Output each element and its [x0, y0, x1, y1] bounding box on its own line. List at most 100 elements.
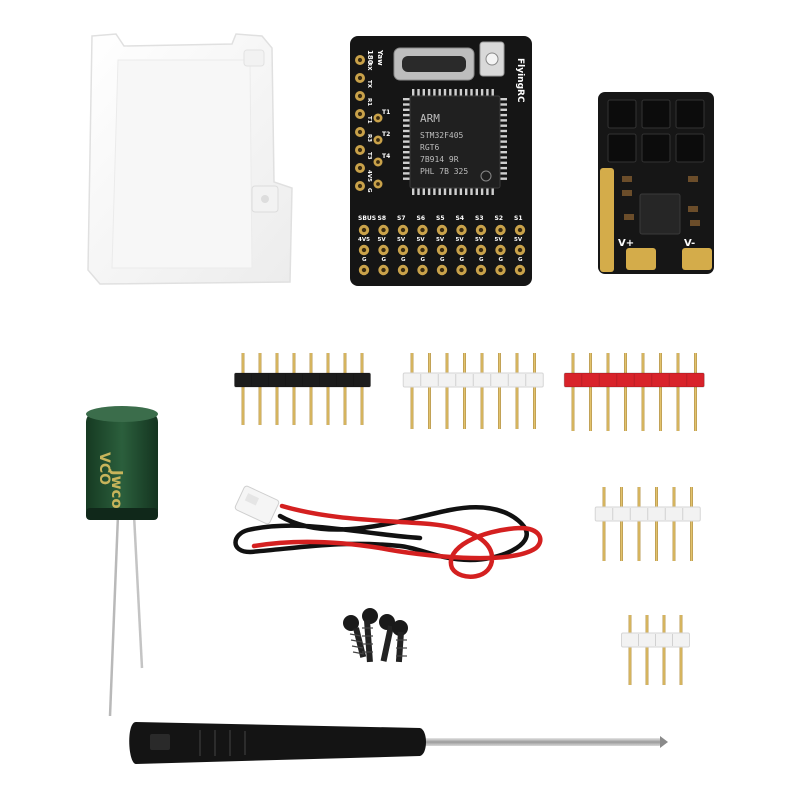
header-pin	[655, 487, 658, 561]
mcu-pin	[403, 103, 411, 106]
esc-board: V+ V-	[598, 92, 714, 274]
mcu-pin	[403, 151, 411, 154]
mcu-pin	[403, 161, 411, 164]
screwdriver-shaft	[414, 738, 662, 746]
fc-signal-labels: SBUS4V5GS85VGS75VGS65VGS55VGS45VGS35VGS2…	[358, 215, 523, 263]
mcu-chip: ARM STM32F405 RGT6 7B914 9R PHL 7B 325	[403, 89, 507, 195]
header-pin	[571, 353, 575, 431]
header-pin	[533, 353, 536, 429]
esc-v-plus-pad	[600, 168, 614, 272]
header-pin	[480, 353, 484, 429]
header-bar	[594, 506, 701, 522]
mcu-logo-text: ARM	[420, 112, 440, 125]
fc-top-label-0: 180	[366, 50, 374, 65]
fc-5v-label: 5V	[378, 237, 387, 243]
header-pin	[637, 487, 641, 561]
mcu-pin	[465, 187, 468, 195]
header-pin	[694, 353, 697, 431]
power-cable-with-connector	[233, 485, 543, 579]
mcu-pin	[499, 156, 507, 159]
fc-5v-label: 4V5	[358, 237, 370, 243]
white-pin-header-4	[621, 615, 690, 685]
fc-5v-label: 5V	[495, 237, 504, 243]
fc-left-label: R1	[366, 98, 372, 106]
fc-5v-label: 5V	[456, 237, 465, 243]
header-pin	[676, 353, 680, 431]
header-pin	[258, 353, 262, 425]
fc-5v-label: 5V	[397, 237, 406, 243]
mcu-pin	[422, 187, 425, 195]
mcu-line-2: RGT6	[420, 143, 439, 152]
mcu-pin	[499, 119, 507, 122]
fc-top-label-1: Yaw	[376, 49, 384, 66]
header-pin	[428, 353, 431, 429]
fc-g-label: G	[460, 257, 465, 263]
mcu-pin	[475, 89, 478, 97]
fc-side-label-1: T2	[382, 131, 390, 138]
header-pin	[620, 487, 623, 561]
header-pin	[690, 487, 693, 561]
mcu-line-1: STM32F405	[420, 131, 464, 140]
mcu-pin	[459, 187, 463, 195]
fc-signal-label: S8	[378, 215, 387, 222]
esc-smd-component	[688, 206, 698, 212]
header-pin	[343, 353, 347, 425]
header-pin	[241, 353, 245, 425]
mcu-pin	[480, 187, 484, 195]
mcu-pin	[417, 187, 420, 195]
mcu-pin	[403, 145, 411, 149]
header-pin	[410, 353, 414, 429]
fc-left-label: T1	[366, 116, 372, 124]
mcu-pin	[499, 124, 507, 127]
screw-3	[379, 614, 395, 662]
esc-mosfet	[641, 133, 671, 163]
mcu-pin	[427, 89, 431, 97]
mcu-pin	[417, 89, 420, 97]
mcu-line-4: PHL 7B 325	[420, 167, 468, 176]
header-pin	[515, 353, 519, 429]
fc-solder-pads	[355, 55, 526, 276]
mcu-pin	[499, 108, 507, 111]
esc-smd-component	[624, 214, 634, 220]
fc-g-label: G	[382, 257, 387, 263]
header-bar	[402, 372, 544, 388]
fc-signal-label: S3	[475, 215, 484, 222]
mcu-pin	[480, 89, 484, 97]
esc-mosfet	[607, 133, 637, 163]
header-pin	[292, 353, 296, 425]
header-bar	[563, 372, 705, 388]
header-pin	[628, 615, 632, 685]
white-pin-header-6	[594, 487, 701, 561]
fc-signal-label: S2	[495, 215, 504, 222]
mcu-pin	[459, 89, 463, 97]
header-pin	[589, 353, 592, 431]
header-pin	[641, 353, 645, 431]
mcu-pin	[499, 140, 507, 143]
fc-left-label: TX	[366, 80, 372, 89]
esc-mcu-chip	[639, 193, 681, 235]
esc-mosfet	[675, 99, 705, 129]
fc-g-label: G	[518, 257, 523, 263]
esc-mosfet	[641, 99, 671, 129]
esc-pad-left	[626, 248, 656, 270]
header-pin	[659, 353, 662, 431]
mcu-pin	[412, 89, 415, 97]
mcu-pin	[499, 166, 507, 170]
esc-smd-component	[622, 190, 632, 196]
fc-5v-label: 5V	[417, 237, 426, 243]
header-pin	[679, 615, 683, 685]
screws	[343, 608, 408, 663]
header-pin	[275, 353, 279, 425]
header-pin	[672, 487, 676, 561]
fc-g-label: G	[440, 257, 445, 263]
mcu-pin	[499, 135, 507, 138]
mcu-pin	[449, 89, 452, 97]
esc-mosfet	[607, 99, 637, 129]
header-pin	[606, 353, 610, 431]
mcu-pin	[443, 89, 447, 97]
fc-g-label: G	[499, 257, 504, 263]
mcu-pin	[454, 89, 457, 97]
capacitor-lead-1	[108, 514, 120, 717]
mcu-line-3: 7B914 9R	[420, 155, 459, 164]
mcu-pin	[422, 89, 425, 97]
